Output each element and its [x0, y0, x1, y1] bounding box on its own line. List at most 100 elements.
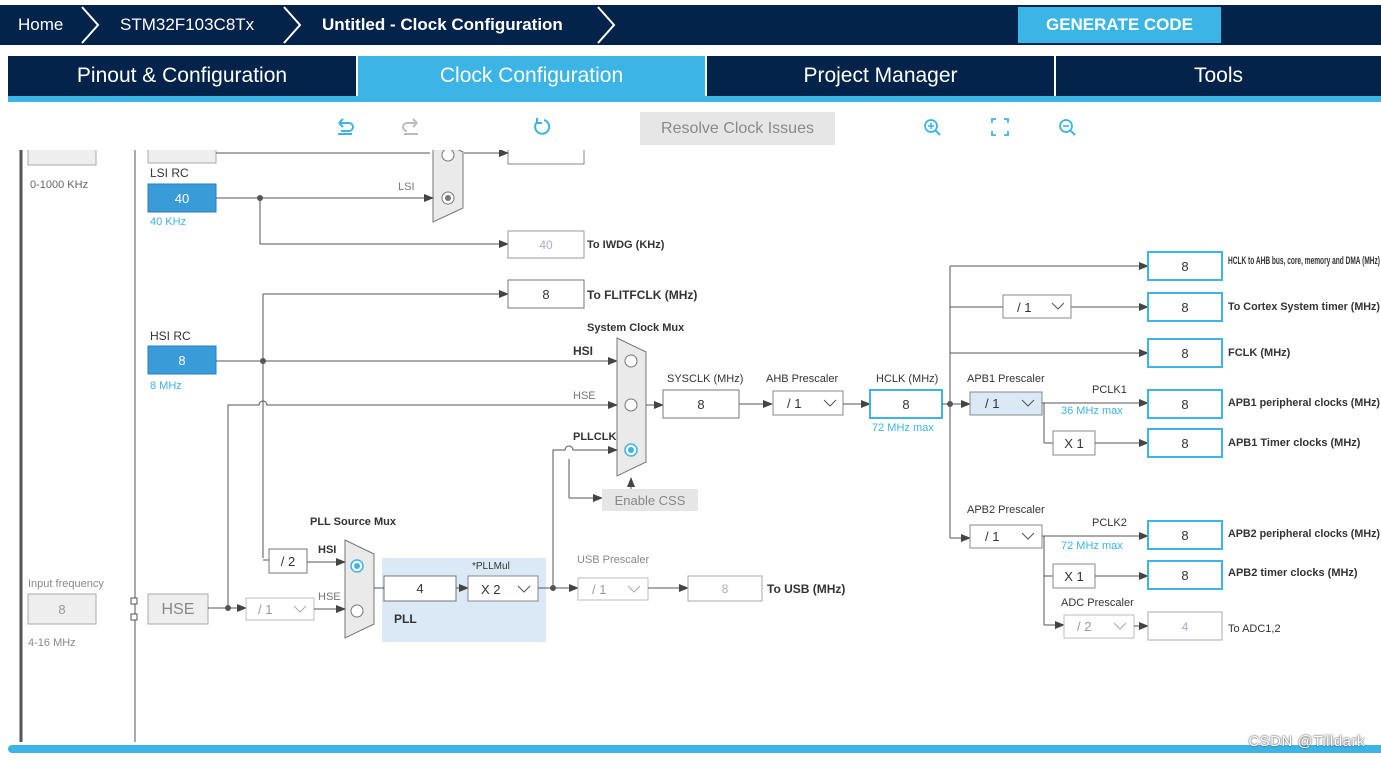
- chevron-down-icon: [517, 585, 531, 593]
- hse-range-label: 4-16 MHz: [28, 637, 76, 649]
- pclk2-label: PCLK2: [1092, 517, 1127, 529]
- apb2-prescaler-label: APB2 Prescaler: [967, 504, 1045, 516]
- sysclk-label: SYSCLK (MHz): [667, 373, 743, 385]
- usb-prescaler-value: / 1: [592, 582, 606, 597]
- sysmux-radio-hsi[interactable]: [624, 354, 638, 368]
- sysclk-value-box[interactable]: [662, 389, 740, 419]
- chevron-down-icon: [1051, 302, 1065, 310]
- hsi-div2-box: [268, 548, 308, 574]
- pll-src-radio-hse[interactable]: [350, 604, 364, 618]
- hse-prediv-select[interactable]: [245, 597, 315, 621]
- breadcrumb-device[interactable]: STM32F103C8Tx: [120, 15, 255, 34]
- resolve-clock-issues-button[interactable]: Resolve Clock Issues: [640, 112, 835, 145]
- lsi-mux-input-label: LSI: [398, 181, 415, 193]
- cortex-timer-divider-select[interactable]: [1002, 294, 1072, 319]
- lse-input-box[interactable]: [27, 142, 97, 166]
- enable-css-button[interactable]: [602, 489, 698, 511]
- rtc-mux-radio-lse[interactable]: [441, 148, 455, 162]
- hclk-ahb-output-label: HCLK to AHB bus, core, memory and DMA (M…: [1228, 255, 1380, 267]
- ahb-prescaler-select[interactable]: [772, 390, 844, 416]
- fclk-output-box[interactable]: [1147, 338, 1223, 368]
- chevron-down-icon: [627, 585, 641, 593]
- lsi-rc-frequency: 40 KHz: [150, 216, 186, 228]
- hsi-rc-box: [147, 345, 217, 375]
- tab-underline: [8, 96, 1381, 102]
- adc-output-box: [1147, 611, 1223, 641]
- hsi-rc-frequency: 8 MHz: [150, 380, 182, 392]
- apb1-peripheral-output-value: 8: [1181, 397, 1188, 412]
- hse-input-frequency-box[interactable]: [27, 593, 97, 625]
- hclk-ahb-output-box[interactable]: [1147, 251, 1223, 281]
- adc-output-value: 4: [1182, 620, 1189, 634]
- usb-output-value: 8: [722, 582, 729, 596]
- lsi-rc-box: [147, 183, 217, 213]
- chevron-down-icon: [1021, 532, 1035, 540]
- system-clock-mux-title: System Clock Mux: [587, 322, 685, 334]
- fclk-output-value: 8: [1181, 346, 1188, 361]
- hsi-div2-label: / 2: [281, 554, 295, 569]
- apb2-peripheral-output-label: APB2 peripheral clocks (MHz): [1228, 528, 1380, 540]
- horizontal-scrollbar[interactable]: [8, 745, 1381, 753]
- fclk-output-label: FCLK (MHz): [1228, 347, 1291, 359]
- apb1-peripheral-output-box[interactable]: [1147, 389, 1223, 419]
- apb1-timer-output-value: 8: [1181, 436, 1188, 451]
- hclk-label: HCLK (MHz): [876, 373, 938, 385]
- zoom-in-icon[interactable]: [919, 114, 945, 140]
- apb2-peripheral-output-value: 8: [1181, 528, 1188, 543]
- pllmul-label: *PLLMul: [472, 561, 510, 572]
- hsi-rc-value: 8: [178, 353, 185, 368]
- pll-label: PLL: [394, 612, 417, 626]
- input-frequency-label: Input frequency: [28, 578, 104, 590]
- sysmux-hsi-label: HSI: [573, 344, 593, 358]
- breadcrumb-project[interactable]: Untitled - Clock Configuration: [322, 15, 563, 34]
- undo-icon[interactable]: [332, 114, 358, 140]
- apb2-timer-output-label: APB2 timer clocks (MHz): [1228, 567, 1358, 579]
- tab-clock-configuration[interactable]: Clock Configuration: [358, 56, 705, 96]
- apb1-timer-output-box[interactable]: [1147, 428, 1223, 458]
- usb-prescaler-select[interactable]: [577, 577, 649, 601]
- cortex-timer-output-value: 8: [1181, 300, 1188, 315]
- apb2-prescaler-value: / 1: [985, 529, 999, 544]
- enable-css-label: Enable CSS: [615, 493, 686, 508]
- flitf-output-box: [507, 279, 585, 309]
- pll-input-value: 4: [416, 581, 423, 596]
- hse-box: [147, 593, 209, 625]
- watermark: CSDN @Tilldark: [1248, 733, 1365, 750]
- adc-prescaler-select[interactable]: [1063, 614, 1135, 639]
- generate-code-button[interactable]: GENERATE CODE: [1018, 7, 1221, 43]
- pll-source-mux-title: PLL Source Mux: [310, 516, 397, 528]
- tab-pinout-configuration[interactable]: Pinout & Configuration: [8, 56, 356, 96]
- refresh-icon[interactable]: [529, 114, 555, 140]
- cortex-timer-output-box[interactable]: [1147, 292, 1223, 322]
- apb2-timer-output-box[interactable]: [1147, 560, 1223, 590]
- adc-prescaler-label: ADC Prescaler: [1061, 597, 1134, 609]
- apb1-prescaler-label: APB1 Prescaler: [967, 373, 1045, 385]
- pllmul-select[interactable]: [467, 575, 539, 602]
- lse-range-label: 0-1000 KHz: [30, 179, 88, 191]
- hclk-value-box[interactable]: [869, 389, 943, 419]
- usb-output-label: To USB (MHz): [767, 582, 845, 596]
- clock-tree-diagram: 0-1000 KHz LSI RC 40 40 KHz LSI 40 To IW…: [19, 137, 1380, 742]
- breadcrumb-home[interactable]: Home: [18, 15, 64, 34]
- chevron-right-icon: [597, 6, 616, 44]
- chevron-down-icon: [1021, 399, 1035, 407]
- iwdg-output-label: To IWDG (KHz): [587, 239, 665, 251]
- top-bar: Home STM32F103C8Tx Untitled - Clock Conf…: [0, 0, 1381, 48]
- tab-tools[interactable]: Tools: [1056, 56, 1381, 96]
- fit-screen-icon[interactable]: [987, 114, 1013, 140]
- hclk-value: 8: [902, 397, 909, 412]
- rtc-output-box: [507, 139, 585, 165]
- hse-label: HSE: [162, 601, 195, 618]
- tab-project-manager[interactable]: Project Manager: [707, 56, 1054, 96]
- apb1-peripheral-output-label: APB1 peripheral clocks (MHz): [1228, 397, 1380, 409]
- hclk-ahb-output-value: 8: [1181, 259, 1188, 274]
- chevron-right-icon: [81, 6, 100, 44]
- pclk1-label: PCLK1: [1092, 384, 1127, 396]
- sysmux-radio-hse[interactable]: [624, 398, 638, 412]
- chevron-right-icon: [283, 6, 302, 44]
- apb2-timer-multiplier-value: X 1: [1064, 569, 1084, 584]
- redo-icon[interactable]: [398, 114, 424, 140]
- zoom-out-icon[interactable]: [1054, 114, 1080, 140]
- apb2-peripheral-output-box[interactable]: [1147, 520, 1223, 550]
- lse-box: [147, 142, 217, 164]
